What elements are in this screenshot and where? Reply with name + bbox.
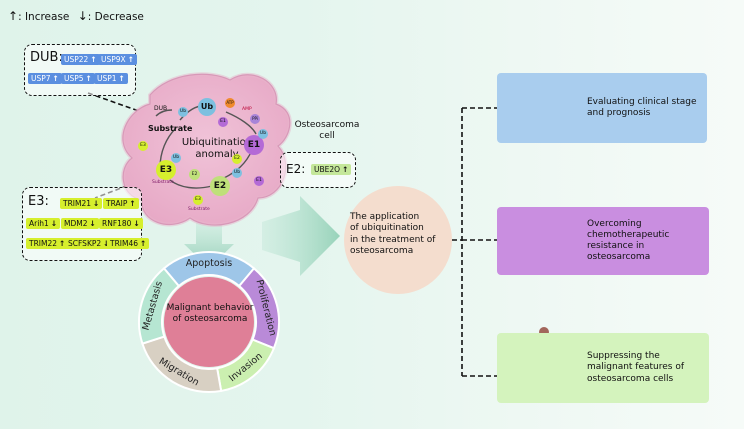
panel-clinical-stage: Evaluating clinical stage and prognosis (497, 73, 707, 143)
panel-text: Overcoming chemotherapeutic resistance i… (587, 218, 670, 263)
ring-center-text: Malignant behavior of osteosarcoma (162, 303, 258, 326)
dub-tag: USP7↑ (28, 73, 62, 84)
e3-tag: MDM2↓ (61, 218, 99, 229)
node-ub: Ub (198, 98, 216, 116)
node-ppi: PPi (250, 114, 260, 124)
center-line-1: Ubiquitination (181, 137, 253, 148)
ring-center-circle (164, 277, 254, 367)
e3-tag: TRIM46↑ (107, 238, 150, 249)
panel-text: Suppressing the malignant features of os… (587, 351, 685, 384)
application-text: The application of ubiquitination in the… (350, 212, 446, 257)
e3-tag: RNF180↓ (99, 218, 143, 229)
ring-segment-metastasis (138, 266, 181, 345)
application-circle (344, 186, 452, 294)
dub-title: DUB: (30, 50, 63, 65)
e2-title: E2: (286, 162, 306, 176)
node-e3-left: E3 (138, 141, 148, 151)
legend-decrease: : Decrease (87, 11, 144, 23)
node-substrate: Substrate (148, 124, 193, 133)
flow-arrow-right (262, 196, 340, 276)
e3-tag: Arih1↓ (26, 218, 61, 229)
node-dub: DUB (154, 105, 168, 112)
e3-title: E3: (28, 194, 49, 209)
dub-box: DUB: USP22↑ USP9X↑ USP7↑ USP5↑ USP1↑ (24, 44, 137, 96)
osteosarcoma-cell-label: Osteosarcoma cell (294, 120, 360, 141)
decrease-arrow-icon: ↓ (77, 9, 88, 23)
dub-tag: USP9X↑ (98, 54, 137, 65)
node-e1-small: E1 (218, 117, 228, 127)
application-line-2: of ubiquitination (350, 223, 424, 234)
center-line-2: anomaly (195, 148, 239, 160)
node-substrate-e3: Substrate (152, 180, 174, 185)
application-line-4: osteosarcoma (350, 245, 414, 256)
node-e2-small: E2 (232, 154, 242, 164)
node-ub-top: Ub (178, 107, 188, 117)
node-e3: E3 (156, 160, 176, 180)
panel-text: Evaluating clinical stage and prognosis (587, 96, 697, 118)
dub-tag: USP5↑ (61, 73, 95, 84)
e3-tag: TRIM22↑ (26, 238, 69, 249)
ring-label-apoptosis: Apoptosis (186, 258, 232, 269)
node-atp: ATP (225, 98, 235, 108)
node-e3-small: E3 (193, 195, 203, 205)
e2-tag: UBE2O↑ (311, 164, 352, 175)
node-ub-small: Ub (232, 168, 242, 178)
node-e2-free: E2 (189, 169, 200, 180)
legend: ↑: Increase ↓: Decrease (8, 9, 144, 23)
dub-tag: USP22↑ (61, 54, 100, 65)
application-line-3: in the treatment of (350, 234, 436, 245)
e3-tag: TRIM21↓ (60, 198, 103, 209)
e3-tag: SCFSKP2↓ (65, 238, 113, 249)
osteosarcoma-cell-outline (120, 72, 292, 227)
node-ub-e1: Ub (258, 129, 268, 139)
malignant-behavior-ring: ApoptosisProliferationInvasionMigrationM… (138, 251, 280, 393)
flow-arrow-down (184, 222, 234, 268)
legend-increase: : Increase (18, 11, 70, 23)
node-e1: E1 (244, 135, 264, 155)
dub-tag: USP1↑ (94, 73, 128, 84)
application-line-1: The application (350, 212, 420, 222)
node-e1-release: E1 (254, 176, 264, 186)
panel-chemoresistance: Overcoming chemotherapeutic resistance i… (497, 207, 709, 275)
increase-arrow-icon: ↑ (8, 9, 19, 23)
ring-center-line-2: of osteosarcoma (172, 314, 248, 325)
node-amp: AMP (242, 107, 252, 112)
e2-box: E2: UBE2O↑ (280, 152, 356, 188)
e3-tag: TRAIP↑ (103, 198, 139, 209)
node-ub-e3: Ub (171, 153, 181, 163)
ring-center-line-1: Malignant behavior (166, 303, 254, 313)
ubiquitination-anomaly-label: Ubiquitination anomaly (172, 137, 262, 160)
node-e2: E2 (210, 176, 230, 196)
e3-box: E3: TRIM21↓ TRAIP↑ Arih1↓ MDM2↓ RNF180↓ … (22, 187, 150, 261)
node-substrate-small: Substrate (188, 207, 210, 212)
panel-malignant-features: Suppressing the malignant features of os… (497, 333, 709, 403)
